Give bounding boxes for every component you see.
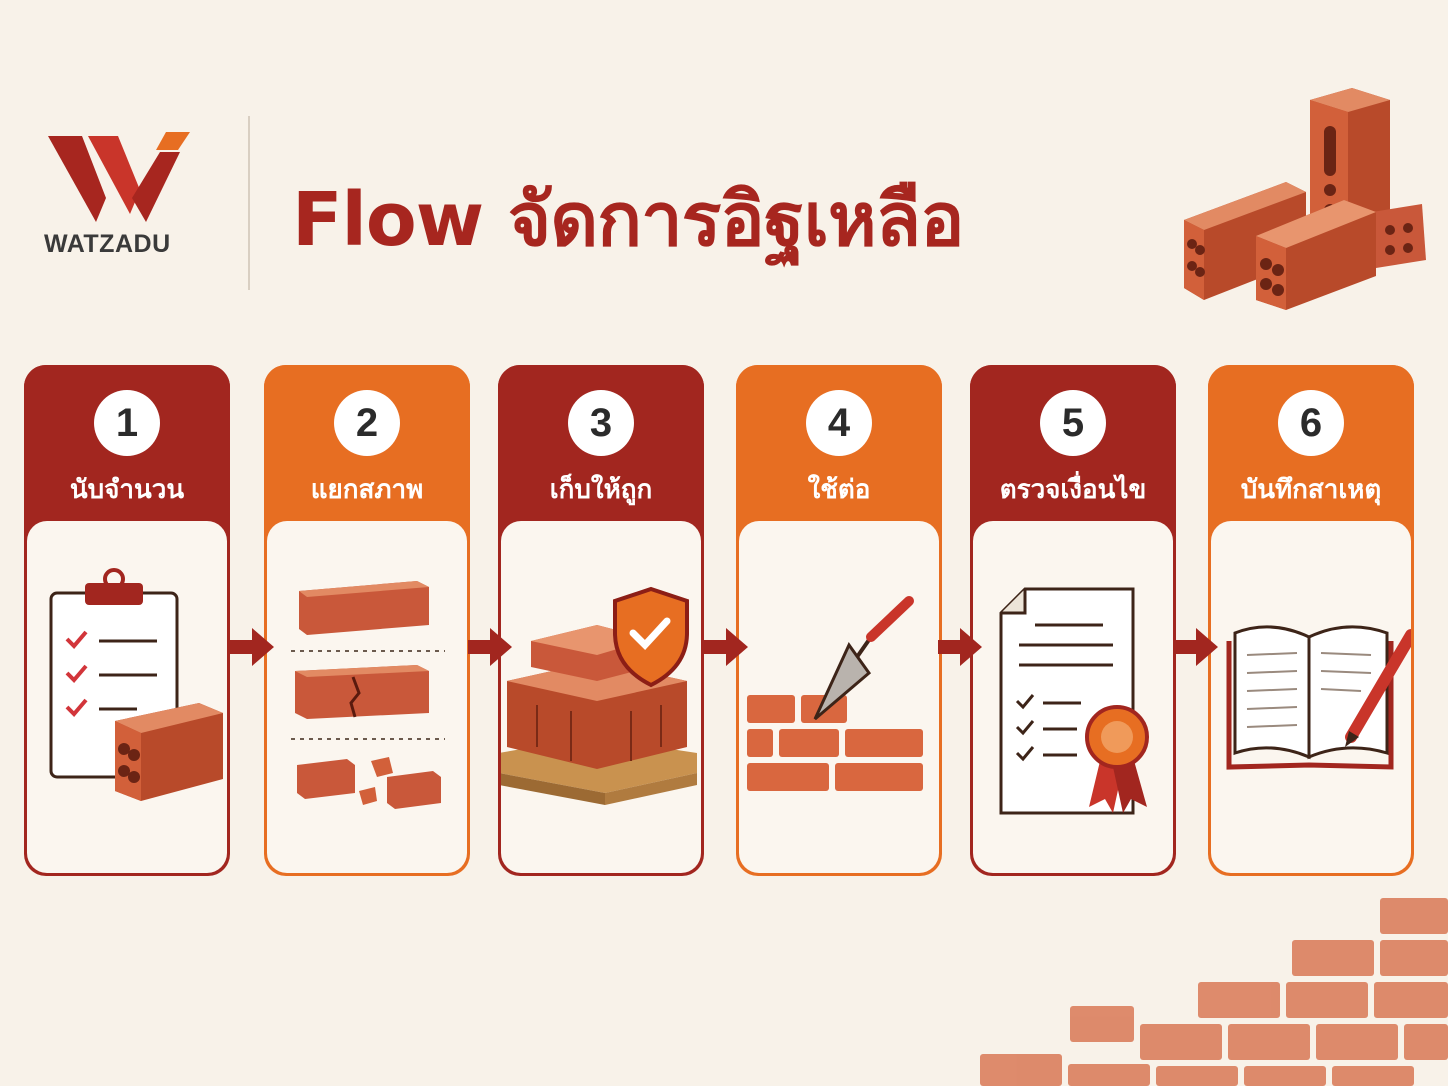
step-body — [501, 521, 701, 873]
step-card-5: 5 ตรวจเงื่อนไข — [970, 365, 1176, 876]
step-header: 6 บันทึกสาเหตุ — [1208, 365, 1414, 535]
logbook-pen-icon — [1226, 625, 1411, 770]
clipboard-checklist-icon — [49, 568, 223, 801]
step-header: 4 ใช้ต่อ — [736, 365, 942, 535]
step-number: 3 — [568, 390, 634, 456]
flow-arrow-icon — [468, 628, 512, 666]
step-header: 5 ตรวจเงื่อนไข — [970, 365, 1176, 535]
brand-name: WATZADU — [44, 230, 171, 258]
header-divider — [248, 116, 250, 290]
step-card-4: 4 ใช้ต่อ — [736, 365, 942, 876]
brick-wall-decoration-icon — [980, 898, 1448, 1086]
flow-arrow-icon — [938, 628, 982, 666]
hero-bricks-icon — [1184, 88, 1426, 310]
step-number: 2 — [334, 390, 400, 456]
step-label: ตรวจเงื่อนไข — [999, 475, 1147, 505]
step-number: 4 — [806, 390, 872, 456]
step-body — [973, 521, 1173, 873]
pallet-shield-icon — [501, 586, 697, 805]
step-body — [27, 521, 227, 873]
step-header: 1 นับจำนวน — [24, 365, 230, 535]
step-number: 5 — [1040, 390, 1106, 456]
step-body — [267, 521, 467, 873]
step-header: 2 แยกสภาพ — [264, 365, 470, 535]
step-number: 1 — [94, 390, 160, 456]
flow-arrow-icon — [230, 628, 274, 666]
step-label: แยกสภาพ — [310, 475, 424, 505]
step-body — [1211, 521, 1411, 873]
trowel-wall-icon — [747, 596, 923, 791]
flow-arrow-icon — [1174, 628, 1218, 666]
step-header: 3 เก็บให้ถูก — [498, 365, 704, 535]
step-label: นับจำนวน — [69, 475, 185, 505]
step-label: เก็บให้ถูก — [549, 475, 653, 505]
step-card-3: 3 เก็บให้ถูก — [498, 365, 704, 876]
document-certificate-icon — [999, 587, 1149, 815]
step-card-2: 2 แยกสภาพ — [264, 365, 470, 876]
step-label: ใช้ต่อ — [807, 475, 871, 505]
page-title: Flow จัดการอิฐเหลือ — [292, 177, 965, 263]
flow-arrow-icon — [704, 628, 748, 666]
step-label: บันทึกสาเหตุ — [1240, 475, 1382, 505]
step-card-6: 6 บันทึกสาเหตุ — [1208, 365, 1414, 876]
sorted-bricks-icon — [291, 581, 445, 809]
watzadu-logo-icon — [48, 132, 190, 222]
step-card-1: 1 นับจำนวน — [24, 365, 230, 876]
brand-logo: WATZADU — [44, 124, 194, 264]
step-body — [739, 521, 939, 873]
step-number: 6 — [1278, 390, 1344, 456]
